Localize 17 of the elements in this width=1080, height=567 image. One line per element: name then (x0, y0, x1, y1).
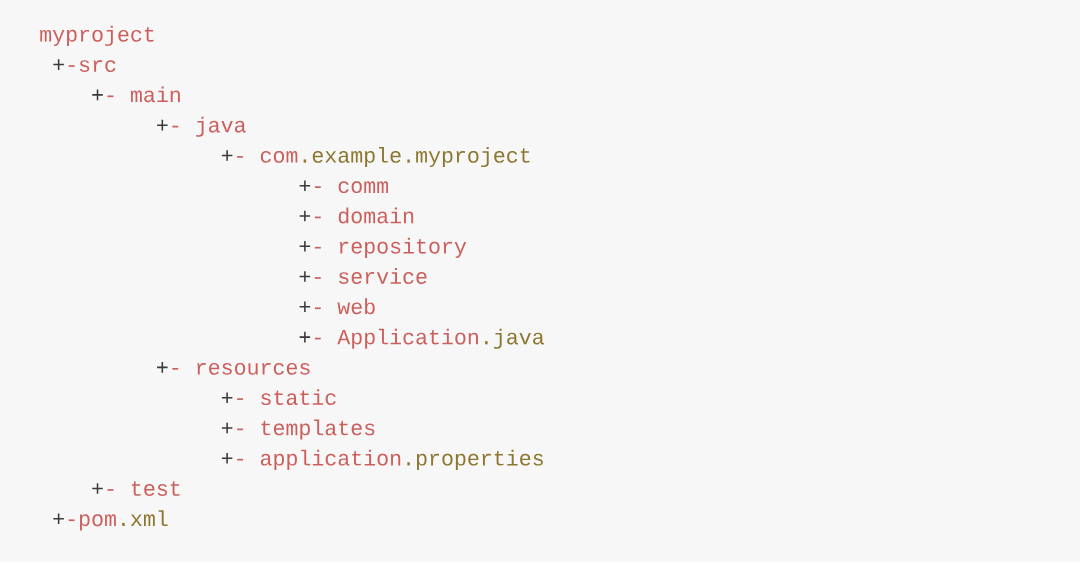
folder-entry: +-src (53, 59, 116, 72)
folder-entry: +- test (92, 481, 180, 496)
folder-entry: +- main (92, 86, 180, 103)
folder-entry: +- domain (299, 207, 414, 224)
folder-entry: +- web (299, 298, 375, 315)
folder-entry: +- service (299, 268, 427, 284)
folder-entry: +- static (221, 389, 336, 406)
package-entry: +- com.example.myproject (221, 146, 530, 168)
folder-entry: +- java (157, 116, 246, 137)
folder-entry: +- comm (299, 180, 388, 194)
folder-entry: +- resources (157, 362, 310, 375)
project-name: myproject (40, 25, 154, 46)
file-entry: +- Application.java (299, 328, 544, 349)
file-entry: +- application.properties (221, 449, 543, 470)
folder-entry: +- repository (299, 237, 467, 258)
folder-entry: +- templates (221, 419, 375, 440)
file-entry: +-pom.xml (53, 510, 168, 531)
